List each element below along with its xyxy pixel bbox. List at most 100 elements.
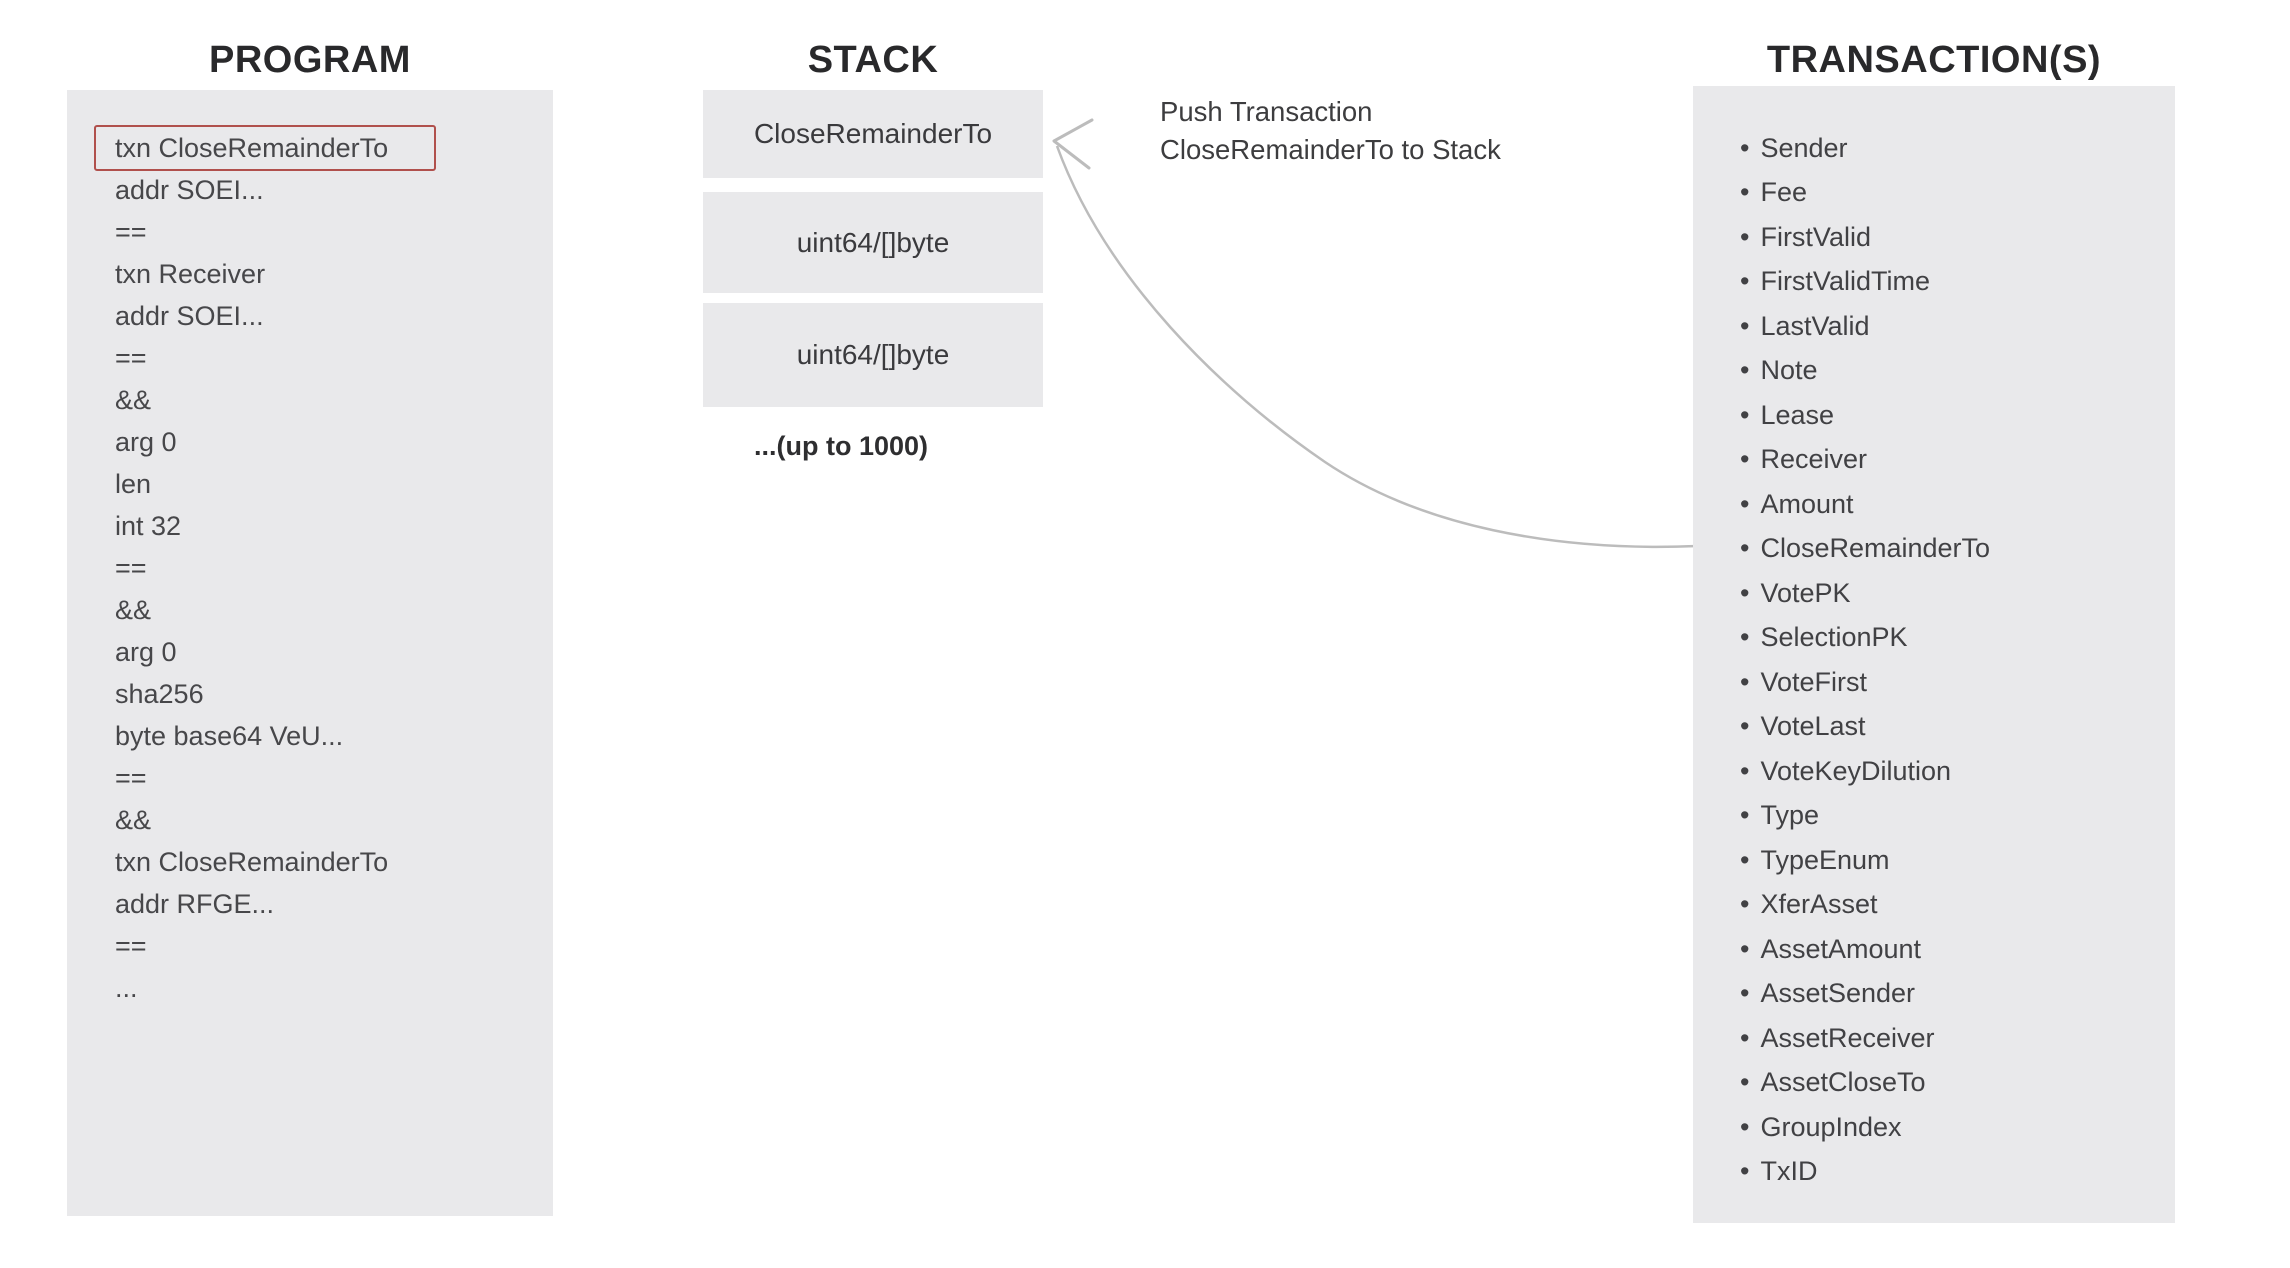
transaction-item-label: GroupIndex [1760,1111,1902,1142]
program-line: txn CloseRemainderTo [115,127,553,169]
program-line-label: arg 0 [115,637,177,667]
program-line: == [115,757,553,799]
transactions-panel: •Sender•Fee•FirstValid•FirstValidTime•La… [1693,86,2175,1223]
stack-capacity-note: ...(up to 1000) [753,431,929,461]
program-line: len [115,463,553,505]
stack-slot: uint64/[]byte [703,303,1043,407]
program-line: ... [115,967,553,1009]
highlight-box [94,125,436,171]
transaction-item-label: AssetCloseTo [1760,1067,1926,1098]
bullet-icon: • [1740,711,1750,742]
transaction-item: • CloseRemainderTo [1740,527,2175,572]
transaction-item: •VoteLast [1740,705,2175,750]
program-line-label: == [115,553,147,583]
program-line: addr SOEI... [115,295,553,337]
transaction-item-label: Sender [1760,132,1848,163]
transaction-item-label: Lease [1760,399,1835,430]
bullet-icon: • [1740,1111,1750,1142]
program-line: addr RFGE... [115,883,553,925]
transaction-item-label: CloseRemainderTo [1760,533,1991,564]
bullet-icon: • [1740,310,1750,341]
program-line: sha256 [115,673,553,715]
program-line: int 32 [115,505,553,547]
program-line-label: len [115,469,152,499]
transaction-item-label: XferAsset [1760,889,1878,920]
bullet-icon: • [1740,1022,1750,1053]
program-line: txn CloseRemainderTo [115,841,553,883]
transaction-item-label: FirstValidTime [1760,266,1930,297]
transaction-item: • AssetCloseTo [1740,1061,2175,1106]
program-line: arg 0 [115,421,553,463]
program-line-label: byte base64 VeU... [115,721,344,751]
bullet-icon: • [1740,933,1750,964]
stack-slot: CloseRemainderTo [703,90,1043,178]
transaction-item-label: VoteKeyDilution [1760,755,1952,786]
bullet-icon: • [1740,755,1750,786]
transaction-item: • Lease [1740,393,2175,438]
program-line-label: sha256 [115,679,204,709]
program-line-label: arg 0 [115,427,177,457]
program-line: txn Receiver [115,253,553,295]
bullet-icon: • [1740,266,1750,297]
bullet-icon: • [1740,177,1750,208]
program-line-label: addr RFGE... [115,889,275,919]
bullet-icon: • [1740,399,1750,430]
bullet-icon: • [1740,978,1750,1009]
program-line-label: == [115,763,147,793]
stack-slot-label: CloseRemainderTo [753,118,993,149]
push-annotation-line2: CloseRemainderTo to Stack [1160,134,1501,165]
program-line: == [115,337,553,379]
program-line-label: && [115,595,152,625]
transaction-item: •FirstValid [1740,215,2175,260]
bullet-icon: • [1740,622,1750,653]
transaction-item-label: TxID [1760,1156,1818,1187]
transaction-item: • Type [1740,794,2175,839]
program-line: == [115,925,553,967]
transaction-item-label: LastValid [1760,310,1870,341]
push-annotation-line1: Push Transaction [1160,96,1373,127]
stack-title: STACK [807,39,939,81]
transaction-item-label: Type [1760,800,1819,831]
bullet-icon: • [1740,800,1750,831]
program-line-label: txn CloseRemainderTo [115,847,389,877]
program-line-label: addr SOEI... [115,301,264,331]
program-line-label: == [115,931,147,961]
transaction-item: • VoteKeyDilution [1740,749,2175,794]
bullet-icon: • [1740,132,1750,163]
transaction-item: • VotePK [1740,571,2175,616]
transaction-item-label: Fee [1760,177,1807,208]
bullet-icon: • [1740,577,1750,608]
transaction-item-label: FirstValid [1760,221,1871,252]
bullet-icon: • [1740,666,1750,697]
program-line: == [115,211,553,253]
stack-slot: uint64/[]byte [703,192,1043,293]
bullet-icon: • [1740,533,1750,564]
transaction-item: • LastValid [1740,304,2175,349]
transaction-item-label: Receiver [1760,444,1867,475]
bullet-icon: • [1740,844,1750,875]
transaction-item: •VoteFirst [1740,660,2175,705]
transaction-item-label: TypeEnum [1760,844,1890,875]
program-line: && [115,379,553,421]
transaction-item-label: AssetSender [1760,978,1916,1009]
transaction-item: •SelectionPK [1740,616,2175,661]
transaction-item-label: AssetReceiver [1760,1022,1935,1053]
program-line-label: addr SOEI... [115,175,264,205]
program-line-label: == [115,343,147,373]
transaction-item-label: VotePK [1760,577,1851,608]
program-line: && [115,589,553,631]
bullet-icon: • [1740,1067,1750,1098]
transaction-item-label: AssetAmount [1760,933,1922,964]
bullet-icon: • [1740,488,1750,519]
transaction-item: • TypeEnum [1740,838,2175,883]
bullet-icon: • [1740,1156,1750,1187]
program-line-label: && [115,385,152,415]
transaction-item: • AssetSender [1740,972,2175,1017]
transaction-fields: •Sender•Fee•FirstValid•FirstValidTime•La… [1693,86,2175,1194]
bullet-icon: • [1740,444,1750,475]
program-line: addr SOEI... [115,169,553,211]
transaction-item: • AssetReceiver [1740,1016,2175,1061]
transaction-item: • TxID [1740,1150,2175,1195]
